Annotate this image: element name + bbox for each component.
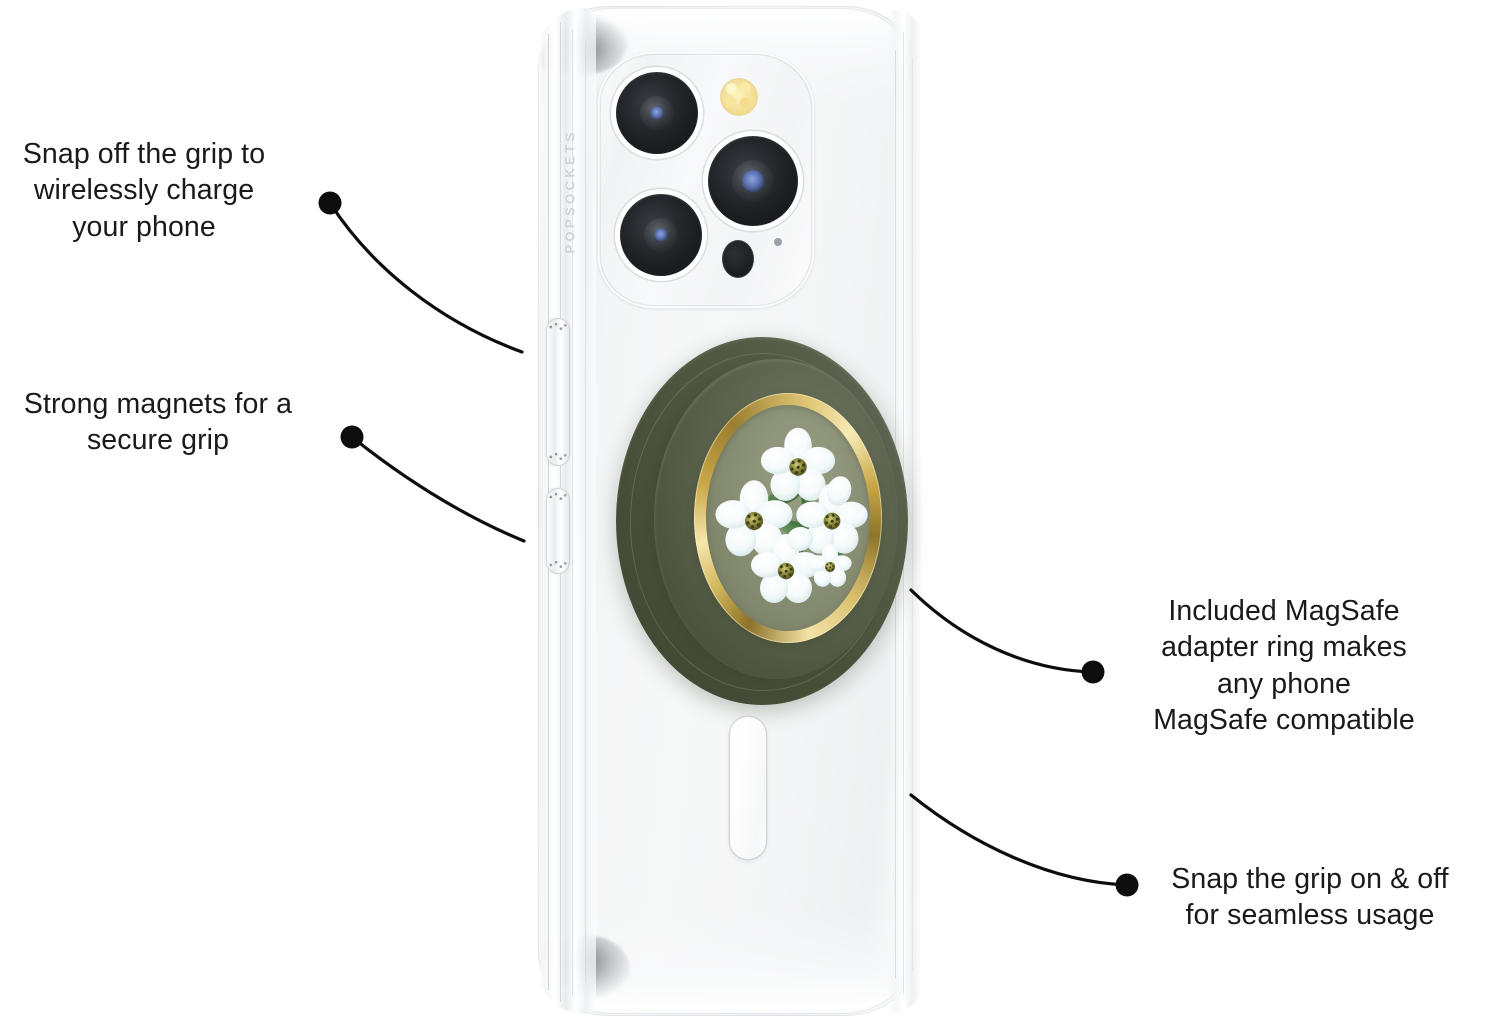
callout-strong-magnets: Strong magnets for a secure grip: [23, 388, 293, 457]
leader-dot-strong-magnets: [340, 425, 364, 449]
camera-lens-telephoto-icon: [708, 136, 798, 226]
lidar-sensor-icon: [722, 240, 754, 278]
leader-dot-magsafe-ring: [1081, 660, 1105, 684]
popsockets-brand-text: POPSOCKETS: [562, 128, 578, 254]
microphone-icon: [774, 238, 782, 246]
camera-module: [598, 52, 814, 308]
camera-flash-icon: [720, 78, 758, 116]
phone-with-clear-case: POPSOCKETS: [516, 6, 922, 1016]
camera-lens-wide-icon: [620, 194, 702, 276]
callout-snap-on-off: Snap the grip on & off for seamless usag…: [1171, 863, 1449, 932]
floral-pattern-art: [715, 427, 868, 603]
grip-printed-face: [706, 405, 870, 631]
leader-line-strong-magnets: [350, 435, 526, 543]
camera-lens-ultrawide-icon: [616, 72, 698, 154]
leader-line-wireless-charge: [328, 201, 524, 354]
volume-down-button[interactable]: [546, 488, 570, 574]
leader-line-magsafe-ring: [909, 588, 1095, 674]
leader-dot-snap-on-off: [1115, 873, 1139, 897]
volume-up-button[interactable]: [546, 318, 570, 466]
leader-dot-wireless-charge: [318, 191, 342, 215]
grip-gold-bezel-ring: [694, 393, 882, 643]
popsocket-grip[interactable]: [616, 337, 908, 705]
magsafe-alignment-pill: [730, 717, 766, 859]
callout-magsafe-ring: Included MagSafe adapter ring makes any …: [1153, 595, 1415, 737]
callout-wireless-charge: Snap off the grip to wirelessly charge y…: [22, 138, 266, 243]
leader-line-snap-on-off: [909, 793, 1129, 887]
popsockets-brand-mark: POPSOCKETS: [560, 102, 580, 280]
